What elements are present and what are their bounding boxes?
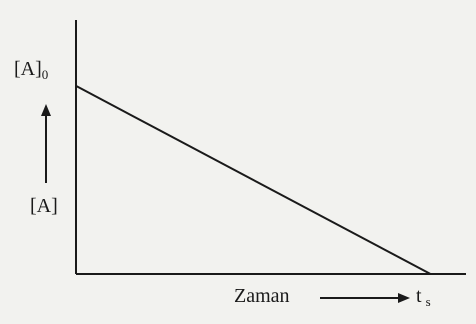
x-axis-label: Zaman (234, 285, 290, 307)
y-axis-initial-label: [A]0 (14, 58, 49, 82)
y-arrow-head (41, 104, 51, 116)
series-line-0 (75, 85, 431, 275)
y-axis-label: [A] (30, 195, 58, 217)
x-arrow-head (398, 293, 410, 303)
